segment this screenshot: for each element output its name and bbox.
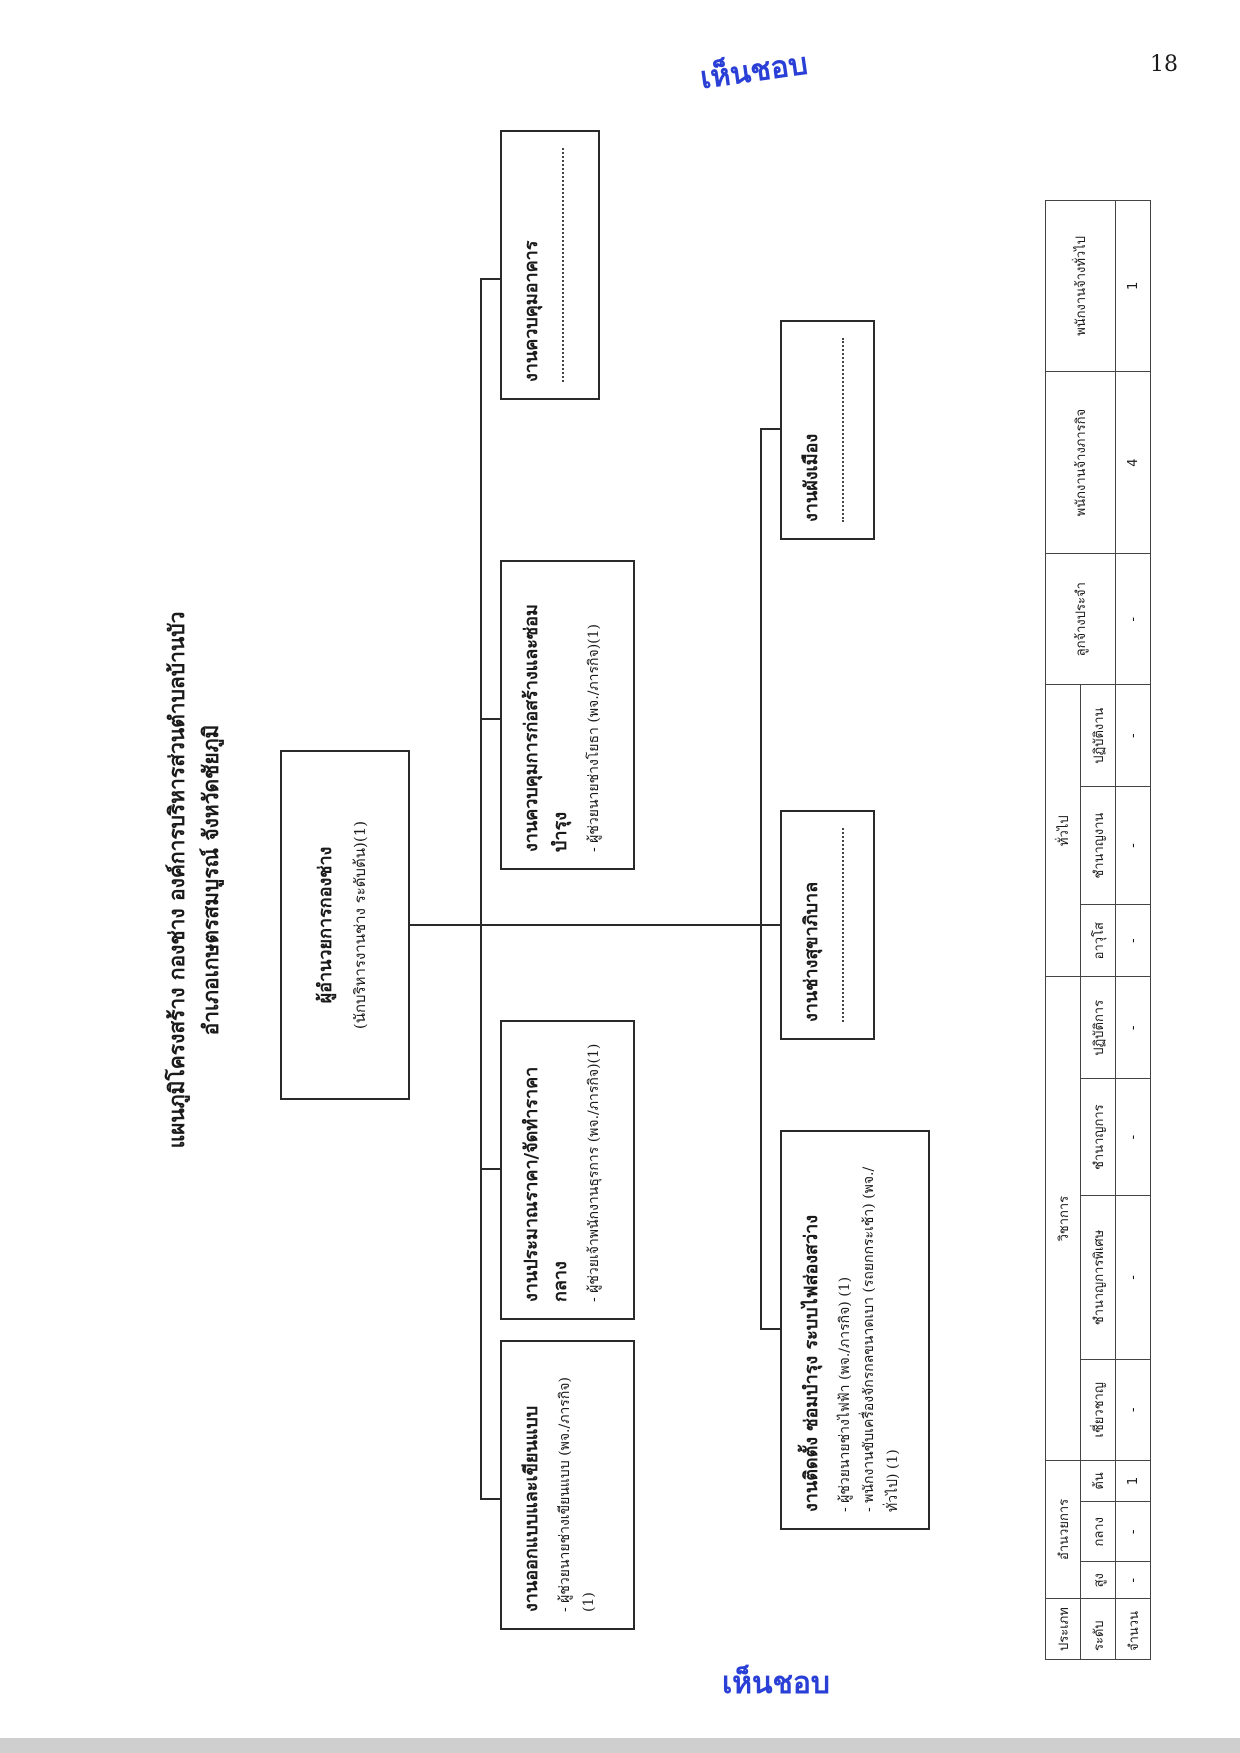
table-row-label: จำนวน — [1115, 1598, 1151, 1660]
unit-title: งานผังเมือง — [801, 433, 822, 522]
staff-summary-table: ประเภท อำนวยการ วิชาการ ทั่วไป ลูกจ้างปร… — [1045, 200, 1151, 1660]
connector-drop — [760, 428, 780, 430]
table-count-cell: - — [1115, 1561, 1151, 1599]
unit-title: งานออกแบบและเขียนแบบ — [521, 1405, 542, 1612]
unit-box-sanitation: งานช่างสุขาภิบาล — [780, 810, 875, 1040]
table-count-cell: 4 — [1115, 371, 1151, 554]
table-count-row: จำนวน - - 1 - - - - - - - - 4 1 — [1115, 200, 1151, 1660]
table-header-cell: ทั่วไป — [1045, 684, 1081, 977]
table-header-cell: ประเภท — [1045, 1598, 1081, 1660]
unit-box-town-planning: งานผังเมือง — [780, 320, 875, 540]
table-count-cell: - — [1115, 1078, 1151, 1196]
unit-title: งานประมาณราคา/จัดทำราคากลาง — [521, 1066, 571, 1302]
unit-staff-item: - ผู้ช่วยนายช่างไฟฟ้า (พจ./ภารกิจ) (1) — [837, 1276, 853, 1512]
table-count-cell: - — [1115, 976, 1151, 1079]
approval-stamp: เห็นชอบ — [722, 1666, 830, 1701]
head-subtitle: (นักบริหารงานช่าง ระดับต้น)(1) — [351, 820, 369, 1030]
unit-box-pricing: งานประมาณราคา/จัดทำราคากลาง - ผู้ช่วยเจ้… — [500, 1020, 635, 1320]
table-level-cell: ชำนาญการ — [1080, 1078, 1116, 1196]
unit-box-construction: งานควบคุมการก่อสร้างและซ่อมบำรุง - ผู้ช่… — [500, 560, 635, 870]
unit-staff-item: - ผู้ช่วยนายช่างเขียนแบบ (พจ./ภารกิจ)(1) — [557, 1377, 597, 1612]
unit-box-building-control: งานควบคุมอาคาร — [500, 130, 600, 400]
connector-lower-bar — [760, 430, 762, 1330]
connector-drop — [480, 1168, 500, 1170]
unit-title: งานควบคุมการก่อสร้างและซ่อมบำรุง — [521, 604, 571, 852]
unit-staff-item: - ผู้ช่วยเจ้าพนักงานธุรการ (พจ./ภารกิจ)(… — [586, 1043, 602, 1302]
rotated-org-chart-area: แผนภูมิโครงสร้าง กองช่าง องค์การบริหารส่… — [160, 100, 1200, 1660]
connector-drop — [480, 718, 500, 720]
unit-staff-item: - ผู้ช่วยนายช่างโยธา (พจ./ภารกิจ)(1) — [586, 623, 602, 852]
connector-upper-bar — [480, 280, 482, 1500]
unit-box-design: งานออกแบบและเขียนแบบ - ผู้ช่วยนายช่างเขี… — [500, 1340, 635, 1630]
page-number: 18 — [1150, 52, 1178, 77]
table-level-cell: ชำนาญการพิเศษ — [1080, 1195, 1116, 1360]
approval-stamp: เห็นชอบ — [698, 46, 810, 97]
table-level-cell: กลาง — [1080, 1501, 1116, 1562]
unit-box-lighting: งานติดตั้ง ซ่อมบำรุง ระบบไฟส่องสว่าง - ผ… — [780, 1130, 930, 1530]
table-level-cell: ปฏิบัติงาน — [1080, 684, 1116, 787]
table-count-cell: - — [1115, 1195, 1151, 1360]
table-count-cell: - — [1115, 1501, 1151, 1562]
connector-drop — [480, 1498, 500, 1500]
table-header-row: ประเภท อำนวยการ วิชาการ ทั่วไป ลูกจ้างปร… — [1045, 200, 1116, 1660]
table-count-cell: 1 — [1115, 1460, 1151, 1502]
head-title: ผู้อำนวยการกองช่าง — [315, 846, 336, 1004]
unit-title: งานควบคุมอาคาร — [521, 240, 542, 382]
head-box: ผู้อำนวยการกองช่าง (นักบริหารงานช่าง ระด… — [280, 750, 410, 1100]
org-chart-stage: แผนภูมิโครงสร้าง กองช่าง องค์การบริหารส่… — [160, 100, 1200, 1660]
title-line-1: แผนภูมิโครงสร้าง กองช่าง องค์การบริหารส่… — [164, 611, 189, 1149]
scan-edge — [0, 1738, 1240, 1753]
table-level-cell: เชี่ยวชาญ — [1080, 1359, 1116, 1461]
table-level-cell: ปฏิบัติการ — [1080, 976, 1116, 1079]
table-level-cell: ต้น — [1080, 1460, 1116, 1502]
dotted-line — [841, 338, 844, 522]
table-row-label: ระดับ — [1080, 1598, 1116, 1660]
table-level-cell: สูง — [1080, 1561, 1116, 1599]
table-level-cell: ชำนาญงาน — [1080, 786, 1116, 905]
table-count-cell: - — [1115, 553, 1151, 685]
table-count-cell: - — [1115, 786, 1151, 905]
table-count-cell: - — [1115, 1359, 1151, 1461]
unit-title: งานติดตั้ง ซ่อมบำรุง ระบบไฟส่องสว่าง — [801, 1214, 822, 1512]
connector-drop — [760, 1328, 780, 1330]
table-header-cell: วิชาการ — [1045, 976, 1081, 1461]
table-header-cell: อำนวยการ — [1045, 1460, 1081, 1599]
dotted-line — [561, 148, 564, 382]
unit-staff-item: - พนักงานขับเครื่องจักรกลขนาดเบา (รถยกกร… — [861, 1166, 901, 1512]
table-level-cell: อาวุโส — [1080, 904, 1116, 977]
table-header-cell: ลูกจ้างประจำ — [1045, 553, 1116, 685]
table-count-cell: 1 — [1115, 200, 1151, 372]
unit-title: งานช่างสุขาภิบาล — [801, 881, 822, 1022]
table-count-cell: - — [1115, 904, 1151, 977]
connector-drop — [760, 924, 780, 926]
table-header-cell: พนักงานจ้างภารกิจ — [1045, 371, 1116, 554]
connector-drop — [480, 278, 500, 280]
chart-title: แผนภูมิโครงสร้าง กองช่าง องค์การบริหารส่… — [160, 100, 228, 1660]
table-header-cell: พนักงานจ้างทั่วไป — [1045, 200, 1116, 372]
table-count-cell: - — [1115, 684, 1151, 787]
title-line-2: อำเภอเกษตรสมบูรณ์ จังหวัดชัยภูมิ — [198, 724, 223, 1036]
dotted-line — [841, 828, 844, 1022]
